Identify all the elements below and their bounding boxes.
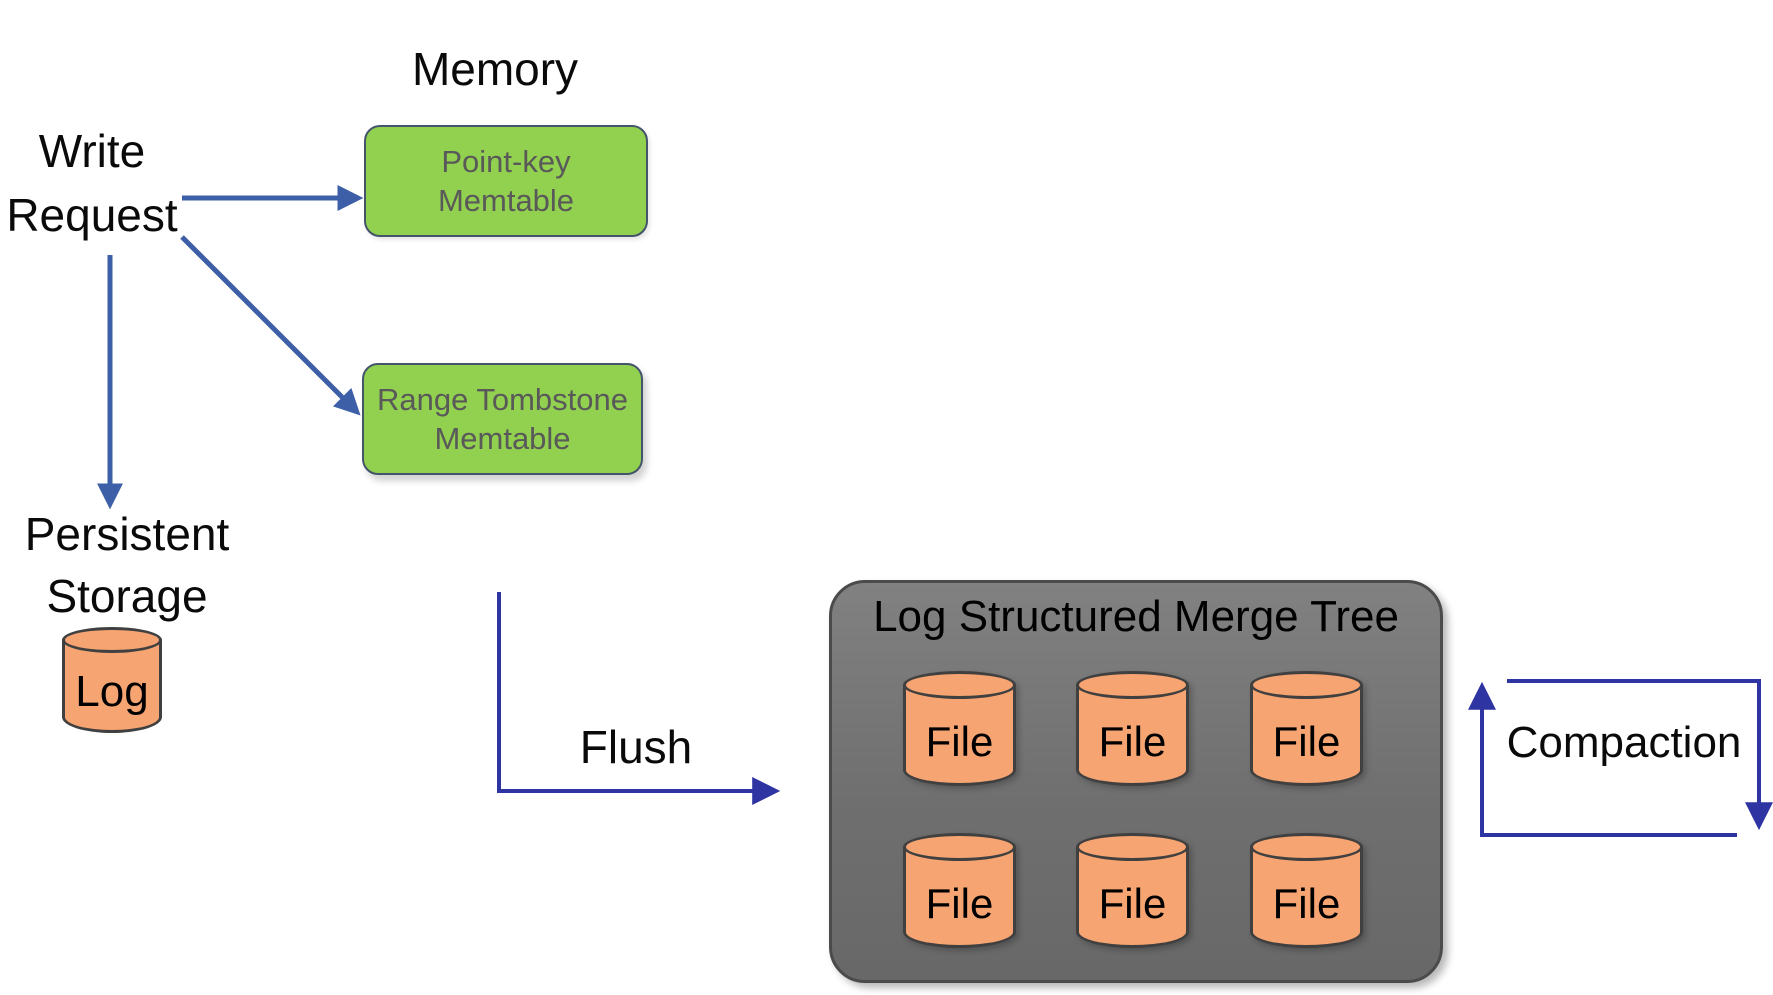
point-key-memtable-line2: Memtable [437, 183, 575, 218]
persistent-storage-label: Persistent Storage [7, 503, 247, 627]
file-cylinder-icon: File [1076, 671, 1189, 786]
file-cylinder-label: File [1098, 717, 1167, 765]
cylinder-top-ellipse [1076, 833, 1189, 861]
cylinder-top-ellipse [1250, 671, 1363, 699]
memory-section-label: Memory [411, 43, 579, 95]
file-cylinder-label: File [1272, 879, 1341, 927]
cylinder-top-ellipse [1250, 833, 1363, 861]
lsm-tree-title: Log Structured Merge Tree [873, 592, 1399, 641]
lsm-tree-box: Log Structured Merge Tree File File File… [829, 580, 1443, 983]
write-request-label: Write Request [0, 119, 192, 247]
file-cylinder-label: File [925, 879, 994, 927]
log-cylinder-icon: Log [62, 627, 162, 733]
file-cylinder-label: File [1098, 879, 1167, 927]
cylinder-top-ellipse [903, 671, 1016, 699]
write-request-line2: Request [6, 189, 178, 241]
log-cylinder-label: Log [75, 667, 149, 716]
range-tombstone-memtable-box: Range Tombstone Memtable [362, 363, 643, 475]
range-tombstone-memtable-line2: Memtable [434, 421, 571, 456]
file-cylinder-icon: File [903, 671, 1016, 786]
point-key-memtable-line1: Point-key [441, 144, 571, 179]
cylinder-top-ellipse [903, 833, 1016, 861]
flush-label: Flush [579, 721, 693, 773]
cylinder-top-ellipse [1076, 671, 1189, 699]
write-request-line1: Write [38, 125, 146, 177]
file-cylinder-icon: File [1076, 833, 1189, 948]
file-cylinder-icon: File [1250, 833, 1363, 948]
cylinder-body [1250, 847, 1363, 948]
cylinder-body [1250, 685, 1363, 786]
cylinder-body [1076, 685, 1189, 786]
write-to-rangetombstone-arrow [180, 235, 361, 416]
range-tombstone-memtable-line1: Range Tombstone [376, 382, 629, 417]
cylinder-top-ellipse [62, 627, 162, 653]
point-key-memtable-box: Point-key Memtable [364, 125, 648, 237]
cylinder-body [903, 847, 1016, 948]
cylinder-body [1076, 847, 1189, 948]
compaction-label: Compaction [1506, 718, 1742, 767]
file-cylinder-icon: File [903, 833, 1016, 948]
cylinder-body [903, 685, 1016, 786]
persistent-storage-line1: Persistent [24, 508, 230, 560]
persistent-storage-line2: Storage [46, 570, 208, 622]
file-cylinder-icon: File [1250, 671, 1363, 786]
cylinder-body [62, 640, 162, 733]
file-cylinder-label: File [1272, 717, 1341, 765]
file-cylinder-label: File [925, 717, 994, 765]
